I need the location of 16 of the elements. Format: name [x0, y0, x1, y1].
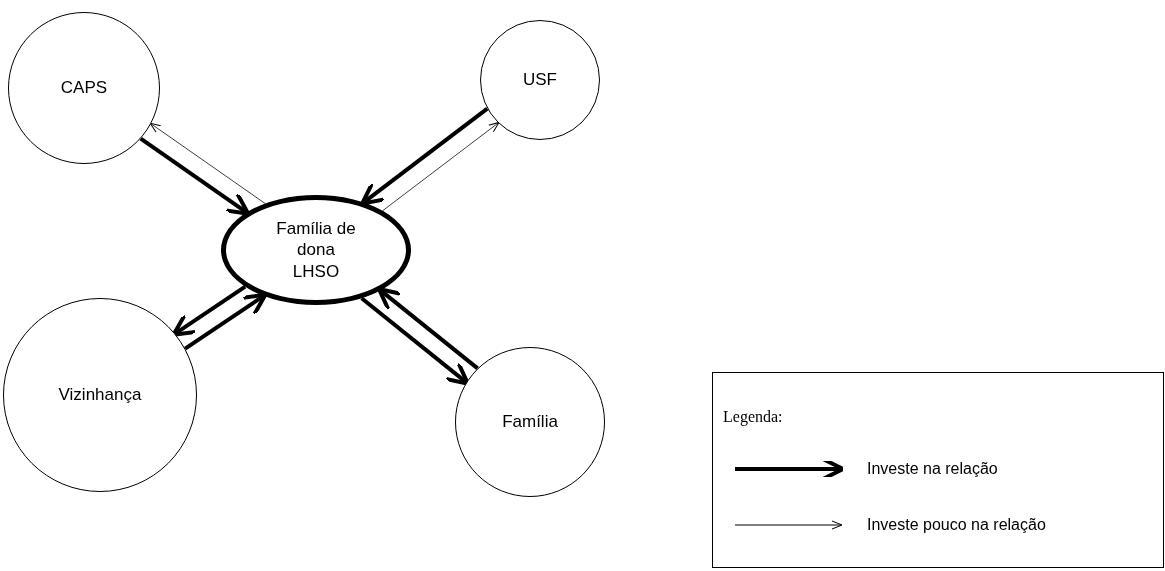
- legend-text: Investe na relação: [867, 459, 998, 479]
- arrow: [171, 285, 247, 337]
- arrow: [149, 122, 266, 205]
- node-label: Vizinhança: [58, 384, 142, 406]
- node-label: CAPS: [60, 77, 108, 99]
- arrow: [139, 136, 251, 216]
- node-label: Família de dona LHSO: [275, 218, 357, 282]
- arrow: [184, 292, 268, 351]
- arrow: [360, 296, 470, 386]
- arrow: [382, 121, 500, 212]
- arrow: [360, 107, 489, 206]
- arrow: [377, 287, 479, 370]
- legend-text: Investe pouco na relação: [867, 515, 1046, 535]
- node-label: USF: [523, 69, 557, 91]
- legend-title: Legenda:: [723, 407, 783, 428]
- node-label: Família: [502, 411, 558, 433]
